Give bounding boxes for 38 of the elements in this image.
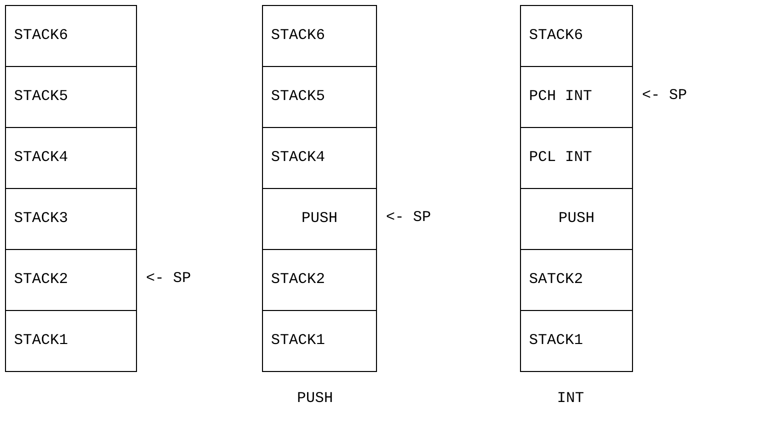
- cell-text: STACK1: [14, 330, 68, 351]
- stack-cell: [262, 66, 377, 128]
- cell-text: STACK4: [271, 148, 326, 168]
- stack-cell: [5, 188, 137, 250]
- stack-cell: [520, 127, 633, 189]
- cell-text: PCL INT: [529, 148, 592, 168]
- stack-cell: [5, 127, 137, 189]
- cell-text: STACK3: [14, 208, 68, 229]
- stack-cell: [520, 310, 633, 372]
- stack-cell: [262, 5, 377, 67]
- cell-text: PUSH: [301, 208, 338, 229]
- stack-cell: [262, 310, 377, 372]
- cell-text: STACK6: [529, 26, 584, 46]
- cell-text: STACK5: [14, 86, 68, 107]
- stack-cell: [5, 66, 137, 128]
- cell-text: PCH INT: [529, 86, 592, 107]
- cell-text: STACK6: [271, 26, 326, 46]
- cell-text: STACK2: [271, 270, 326, 290]
- caption-label: INT: [557, 389, 584, 409]
- cell-text: STACK1: [271, 330, 326, 351]
- stack-cell: [520, 188, 633, 250]
- stack-cell: [5, 310, 137, 372]
- stack-cell: [520, 5, 633, 67]
- cell-text: STACK1: [529, 330, 584, 351]
- cell-text: STACK2: [14, 270, 68, 290]
- cell-text: SATCK2: [529, 270, 584, 290]
- stack-cell: [5, 5, 137, 67]
- pointer-label: <- SP: [642, 86, 688, 106]
- pointer-label: <- SP: [146, 269, 192, 289]
- stack-cell: [520, 249, 633, 311]
- cell-text: STACK5: [271, 86, 326, 107]
- cell-text: STACK6: [14, 26, 68, 46]
- stack-cell: [262, 249, 377, 311]
- cell-text: PUSH: [558, 208, 594, 229]
- pointer-label: <- SP: [386, 208, 432, 228]
- caption-label: PUSH: [297, 389, 334, 409]
- stack-cell: [262, 127, 377, 189]
- cell-text: STACK4: [14, 148, 68, 168]
